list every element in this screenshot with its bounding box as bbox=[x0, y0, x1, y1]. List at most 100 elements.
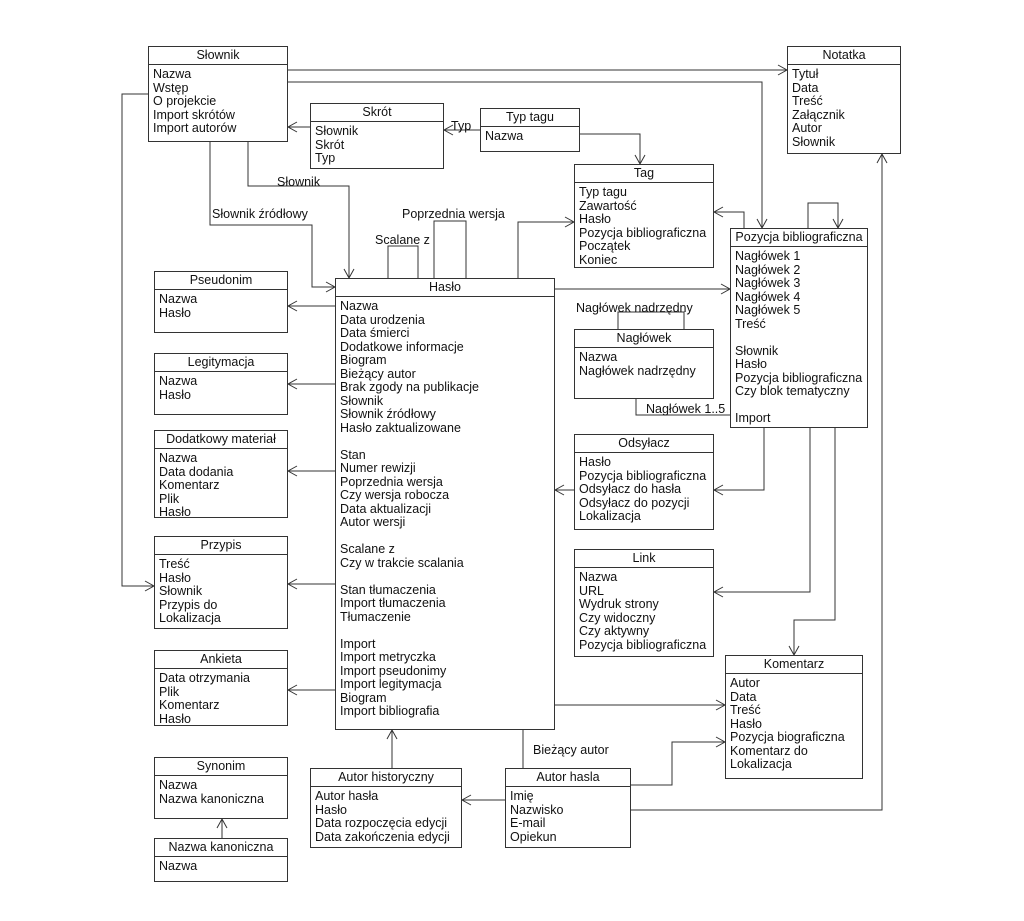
attribute: Data rozpoczęcia edycji bbox=[315, 816, 448, 830]
connector-line bbox=[635, 399, 730, 416]
attribute: Lokalizacja bbox=[159, 611, 221, 625]
attribute bbox=[340, 530, 554, 544]
attribute: Nazwa bbox=[159, 859, 198, 873]
attribute: Scalane z bbox=[340, 542, 395, 556]
attribute: Nazwisko bbox=[510, 802, 564, 817]
connector-line bbox=[517, 221, 574, 278]
attribute: Nazwa bbox=[159, 374, 198, 388]
entity-title: Słownik bbox=[149, 47, 287, 65]
connector-line bbox=[288, 81, 763, 228]
attribute: Komentarz do bbox=[730, 743, 808, 758]
crows-foot-marker bbox=[286, 300, 298, 312]
crows-foot-marker bbox=[712, 206, 724, 218]
attribute: Słownik bbox=[735, 343, 779, 358]
attribute: Typ bbox=[315, 151, 336, 165]
attribute: Dodatkowe informacje bbox=[340, 339, 464, 354]
entity-nazwa-kanoniczna: Nazwa kanoniczna Nazwa bbox=[154, 838, 288, 882]
connector-line bbox=[433, 220, 467, 278]
attribute: Lokalizacja bbox=[730, 757, 792, 771]
attribute: Czy widoczny bbox=[579, 610, 656, 625]
attribute: Załącznik bbox=[792, 107, 845, 122]
entity-title: Dodatkowy materiał bbox=[155, 431, 287, 449]
entity-typ-tagu: Typ tagu Nazwa bbox=[480, 108, 580, 152]
attribute: Pozycja biograficzna bbox=[730, 730, 845, 744]
attribute: Tłumaczenie bbox=[340, 609, 411, 624]
attribute bbox=[735, 399, 867, 413]
attribute: Nagłówek 1 bbox=[735, 249, 801, 263]
crows-foot-marker bbox=[286, 465, 298, 477]
attribute: Hasło bbox=[579, 455, 611, 469]
attribute: Czy aktywny bbox=[579, 624, 650, 638]
entity-title: Skrót bbox=[311, 104, 443, 122]
attribute: Import bibliografia bbox=[340, 704, 440, 718]
attribute bbox=[340, 570, 554, 584]
attribute: Początek bbox=[579, 239, 631, 253]
attribute: Nagłówek nadrzędny bbox=[579, 363, 696, 378]
attribute: Data bbox=[792, 80, 819, 95]
attribute: Data dodania bbox=[159, 464, 234, 479]
attribute: Wydruk strony bbox=[579, 597, 659, 611]
attribute: Nazwa bbox=[579, 570, 618, 584]
entity-title: Odsyłacz bbox=[575, 435, 713, 453]
crows-foot-marker bbox=[442, 124, 454, 136]
attribute: Import metryczka bbox=[340, 650, 436, 664]
attribute: Stan bbox=[340, 447, 366, 462]
attribute: Poprzednia wersja bbox=[340, 474, 443, 489]
crows-foot-marker bbox=[876, 152, 888, 164]
attribute: Przypis do bbox=[159, 597, 218, 612]
connector-line bbox=[714, 428, 765, 491]
attribute: Nagłówek 5 bbox=[735, 303, 801, 317]
crows-foot-marker bbox=[286, 378, 298, 390]
attribute: Hasło bbox=[735, 357, 767, 371]
attribute: Nazwa bbox=[159, 451, 198, 465]
attribute: Nagłówek 3 bbox=[735, 276, 801, 290]
attribute: Nagłówek 2 bbox=[735, 262, 801, 277]
entity-title: Przypis bbox=[155, 537, 287, 555]
attribute: Hasło bbox=[730, 716, 762, 731]
connector-line bbox=[793, 428, 836, 655]
label-naglowek-1-5: Nagłówek 1..5 bbox=[646, 402, 726, 416]
attribute bbox=[340, 435, 554, 449]
crows-foot-marker bbox=[553, 484, 565, 496]
label-scalane-z: Scalane z bbox=[375, 233, 430, 247]
attribute: Data urodzenia bbox=[340, 312, 425, 327]
attribute: Komentarz bbox=[159, 478, 220, 492]
attribute bbox=[735, 331, 867, 345]
attribute: Słownik bbox=[340, 393, 384, 408]
attribute: Hasło bbox=[159, 505, 191, 519]
attribute: Stan tłumaczenia bbox=[340, 582, 436, 597]
crows-foot-marker bbox=[460, 794, 472, 806]
attribute: Tytuł bbox=[792, 67, 819, 81]
attribute: Autor wersji bbox=[340, 515, 406, 529]
crows-foot-marker bbox=[286, 578, 298, 590]
attribute: Nazwa bbox=[579, 350, 618, 364]
attribute bbox=[340, 624, 554, 638]
attribute: Słownik źródłowy bbox=[340, 407, 436, 421]
entity-title: Link bbox=[575, 550, 713, 568]
attribute: Słownik bbox=[315, 124, 359, 138]
connector-line bbox=[387, 245, 419, 278]
crows-foot-marker bbox=[286, 121, 298, 133]
attribute: Czy blok tematyczny bbox=[735, 384, 850, 398]
connector-line bbox=[714, 428, 811, 593]
attribute: Treść bbox=[792, 94, 823, 108]
attribute: Typ tagu bbox=[579, 185, 627, 199]
